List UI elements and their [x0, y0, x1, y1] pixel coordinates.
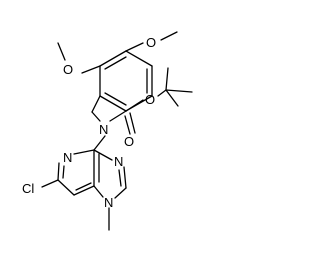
atom-o-ortho: O — [63, 62, 73, 77]
atom-n-pyridine: N — [63, 150, 72, 165]
atom-labels: O O O O N N N N Cl — [22, 35, 156, 210]
bond-c4-n5 — [73, 149, 95, 155]
bonds — [41, 31, 193, 231]
atom-chlorine: Cl — [22, 181, 34, 196]
bond-ring-a3 — [99, 95, 127, 112]
bond-n3-c2 — [123, 166, 127, 189]
bond-ring-a1 — [99, 50, 127, 67]
bond-n5-c6-double — [62, 165, 65, 179]
bond-n-carbonyl — [109, 110, 127, 122]
bond-methyl-o-para — [160, 31, 178, 41]
bond-o-ester-tbu — [157, 89, 167, 97]
bond-carbonyl-o-ester — [125, 99, 144, 112]
bond-tbu-me3 — [165, 89, 179, 107]
atom-n-amine: N — [99, 122, 108, 137]
bond-c3a-n3 — [93, 149, 113, 161]
bond-c6-c7 — [57, 179, 75, 196]
bond-n3-c2-double — [118, 169, 122, 187]
bond-carbonyl-double-b — [129, 112, 136, 134]
bond-tbu-me1 — [165, 67, 169, 91]
molecule-drawing: O O O O N N N N Cl — [22, 31, 193, 231]
bond-ch2-n — [91, 111, 101, 122]
bond-c7-c7a — [73, 185, 95, 196]
bond-n1-c7a — [93, 185, 104, 198]
bond-ring-ch2 — [91, 95, 101, 113]
atom-n-imidazole-3: N — [114, 154, 123, 169]
structure-diagram: O O O O N N N N Cl — [22, 31, 193, 231]
bond-carbonyl-double-a — [124, 115, 131, 135]
atom-n-imidazole-1: N — [104, 195, 113, 210]
atom-o-carbonyl: O — [124, 134, 134, 149]
atom-o-para: O — [146, 35, 156, 50]
bond-n-c4 — [93, 135, 106, 151]
bond-c6-cl — [41, 179, 59, 188]
bond-c7-c7a-double — [75, 182, 92, 191]
bond-n5-c6 — [57, 162, 60, 181]
atom-o-ester: O — [145, 92, 155, 107]
bond-c2-n1 — [114, 187, 127, 199]
bond-tbu-me2 — [165, 89, 193, 93]
bond-o-para-ring — [125, 42, 144, 52]
bond-o-ortho-methyl — [57, 42, 66, 61]
bond-ring-a-double-2 — [104, 92, 127, 106]
bond-ring-a6 — [125, 50, 153, 67]
bond-ring-o-ortho — [81, 65, 101, 74]
bond-ring-a-double-1 — [104, 56, 127, 70]
